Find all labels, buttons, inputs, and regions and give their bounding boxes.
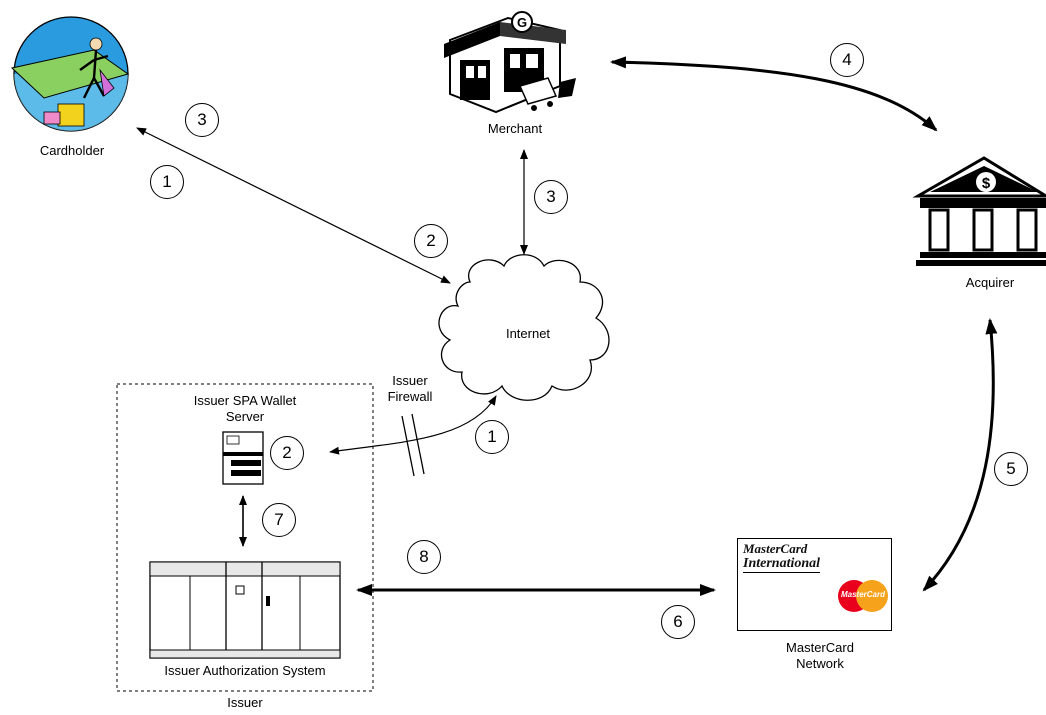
mastercard-card: MasterCard International MasterCard	[737, 538, 892, 631]
step-6-network: 6	[661, 605, 695, 639]
mastercard-card-line1: MasterCard	[743, 541, 807, 557]
merchant-icon: G	[444, 12, 576, 112]
acquirer-bank-icon: $	[916, 158, 1046, 266]
internet-label: Internet	[488, 326, 568, 342]
issuer-label: Issuer	[205, 695, 285, 711]
merchant-label: Merchant	[470, 121, 560, 137]
mastercard-network-label: MasterCard Network	[770, 640, 870, 672]
step-1-cardholder: 1	[150, 165, 184, 199]
acquirer-label: Acquirer	[945, 275, 1035, 291]
firewall-label-line2: Firewall	[375, 389, 445, 405]
wallet-server-label-line2: Server	[170, 409, 320, 425]
wallet-server-label: Issuer SPA Wallet Server	[170, 393, 320, 425]
step-2-wallet: 2	[270, 436, 304, 470]
cardholder-label: Cardholder	[27, 143, 117, 159]
cardholder-icon	[12, 17, 128, 131]
step-7-issuer: 7	[262, 503, 296, 537]
step-5-acquirer: 5	[994, 452, 1028, 486]
wallet-server-icon	[223, 432, 263, 484]
authorization-system-label: Issuer Authorization System	[140, 663, 350, 679]
firewall-label: Issuer Firewall	[375, 373, 445, 405]
wallet-server-label-line1: Issuer SPA Wallet	[170, 393, 320, 409]
step-3-cardholder: 3	[185, 103, 219, 137]
authorization-system-icon	[150, 562, 340, 658]
arrow-cardholder-internet	[137, 128, 450, 283]
step-1-firewall: 1	[475, 420, 509, 454]
mastercard-network-label-line2: Network	[770, 656, 870, 672]
firewall-mark-b	[412, 414, 424, 474]
step-4-acquirer: 4	[830, 43, 864, 77]
firewall-mark-a	[402, 416, 414, 476]
step-8-issuer: 8	[407, 540, 441, 574]
svg-text:G: G	[517, 15, 527, 30]
arrow-merchant-acquirer	[612, 62, 936, 130]
svg-text:$: $	[982, 175, 991, 192]
mastercard-network-label-line1: MasterCard	[770, 640, 870, 656]
arrow-acquirer-mastercard	[924, 320, 993, 590]
firewall-label-line1: Issuer	[375, 373, 445, 389]
mastercard-logo-text: MasterCard	[838, 590, 888, 599]
step-2-cardholder: 2	[414, 224, 448, 258]
step-3-merchant: 3	[534, 180, 568, 214]
mastercard-card-line2: International	[743, 556, 820, 573]
